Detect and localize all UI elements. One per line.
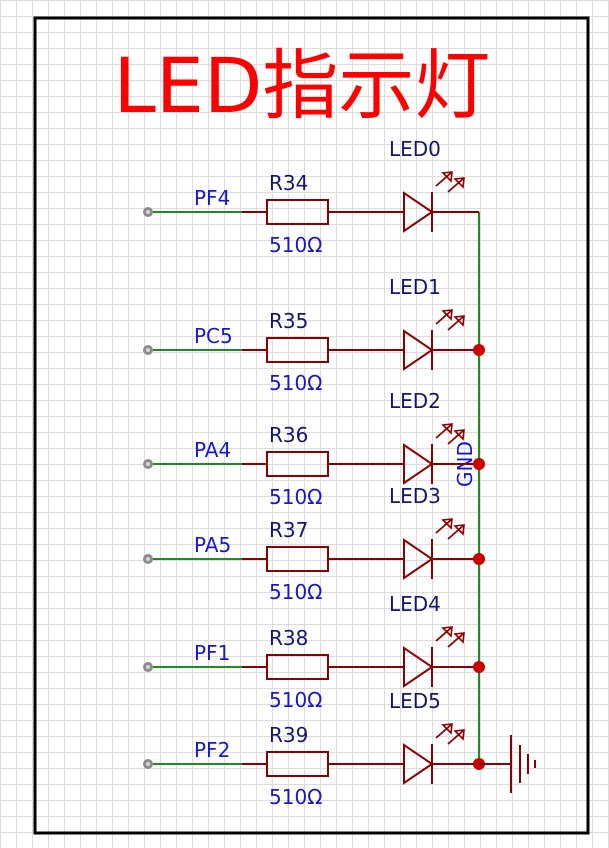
emission-arrow-line <box>447 315 465 331</box>
emission-arrow-icon <box>453 632 465 644</box>
resistor-icon <box>266 751 329 777</box>
resistor-designator: R37 <box>269 518 308 542</box>
led-diode-icon <box>403 646 434 688</box>
emission-arrow-icon <box>441 626 453 638</box>
emission-arrow-icon <box>441 518 453 530</box>
sheet-frame <box>33 16 590 835</box>
resistor-value: 510Ω <box>269 371 322 395</box>
emission-arrow-icon <box>453 429 465 441</box>
emission-arrow-icon <box>453 729 465 741</box>
resistor-value: 510Ω <box>269 580 322 604</box>
emission-arrow-icon <box>441 171 453 183</box>
emission-arrow-line <box>435 423 453 439</box>
junction-dot-icon <box>473 661 485 673</box>
input-pin-center <box>146 348 150 352</box>
led-diode-icon <box>403 443 434 485</box>
emission-arrow-icon <box>441 309 453 321</box>
resistor-designator: R36 <box>269 423 308 447</box>
emission-arrow-icon <box>453 524 465 536</box>
emission-arrow-line <box>435 723 453 739</box>
net-label: PF4 <box>194 186 230 210</box>
led-diode-icon <box>403 743 434 785</box>
resistor-icon <box>266 654 329 680</box>
input-pin-center <box>146 462 150 466</box>
emission-arrow-line <box>447 729 465 745</box>
led-channel-1: PC5 R35 510Ω LED1 <box>143 275 485 395</box>
input-pin-center <box>146 762 150 766</box>
led-diode-icon <box>403 191 434 233</box>
resistor-icon <box>266 451 329 477</box>
emission-arrow-icon <box>441 723 453 735</box>
emission-arrow-line <box>447 429 465 445</box>
led-designator: LED4 <box>389 592 441 616</box>
led-channel-2: PA4 R36 510Ω LED2 <box>143 389 485 509</box>
resistor-value: 510Ω <box>269 785 322 809</box>
emission-arrow-line <box>435 171 453 187</box>
input-pin-center <box>146 210 150 214</box>
emission-arrow-icon <box>453 315 465 327</box>
ground-symbol <box>479 735 536 793</box>
led-channel-3: PA5 R37 510Ω LED3 <box>143 484 485 604</box>
led-diode-icon <box>403 538 434 580</box>
led-designator: LED3 <box>389 484 441 508</box>
net-label: PA4 <box>194 438 231 462</box>
led-diode-icon <box>403 329 434 371</box>
junction-dot-icon <box>473 553 485 565</box>
resistor-value: 510Ω <box>269 485 322 509</box>
led-channel-0: PF4 R34 510Ω LED0 <box>143 137 479 257</box>
net-label: PC5 <box>194 324 233 348</box>
junction-dot-icon <box>473 458 485 470</box>
emission-arrow-icon <box>453 177 465 189</box>
resistor-designator: R35 <box>269 309 308 333</box>
emission-arrow-line <box>447 177 465 193</box>
led-designator: LED2 <box>389 389 441 413</box>
emission-arrow-icon <box>441 423 453 435</box>
resistor-designator: R34 <box>269 171 308 195</box>
input-pin-center <box>146 665 150 669</box>
led-designator: LED5 <box>389 689 441 713</box>
resistor-value: 510Ω <box>269 233 322 257</box>
net-label: PF2 <box>194 738 230 762</box>
net-label: PA5 <box>194 533 231 557</box>
led-designator: LED0 <box>389 137 441 161</box>
emission-arrow-line <box>447 632 465 648</box>
resistor-value: 510Ω <box>269 688 322 712</box>
resistor-icon <box>266 199 329 225</box>
led-channel-4: PF1 R38 510Ω LED4 <box>143 592 485 712</box>
emission-arrow-line <box>435 309 453 325</box>
led-designator: LED1 <box>389 275 441 299</box>
resistor-designator: R38 <box>269 626 308 650</box>
resistor-designator: R39 <box>269 723 308 747</box>
resistor-icon <box>266 546 329 572</box>
schematic-title: LED指示灯 <box>114 41 491 130</box>
emission-arrow-line <box>447 524 465 540</box>
junction-dot-icon <box>473 344 485 356</box>
resistor-icon <box>266 337 329 363</box>
emission-arrow-line <box>435 518 453 534</box>
input-pin-center <box>146 557 150 561</box>
emission-arrow-line <box>435 626 453 642</box>
net-label: PF1 <box>194 641 230 665</box>
